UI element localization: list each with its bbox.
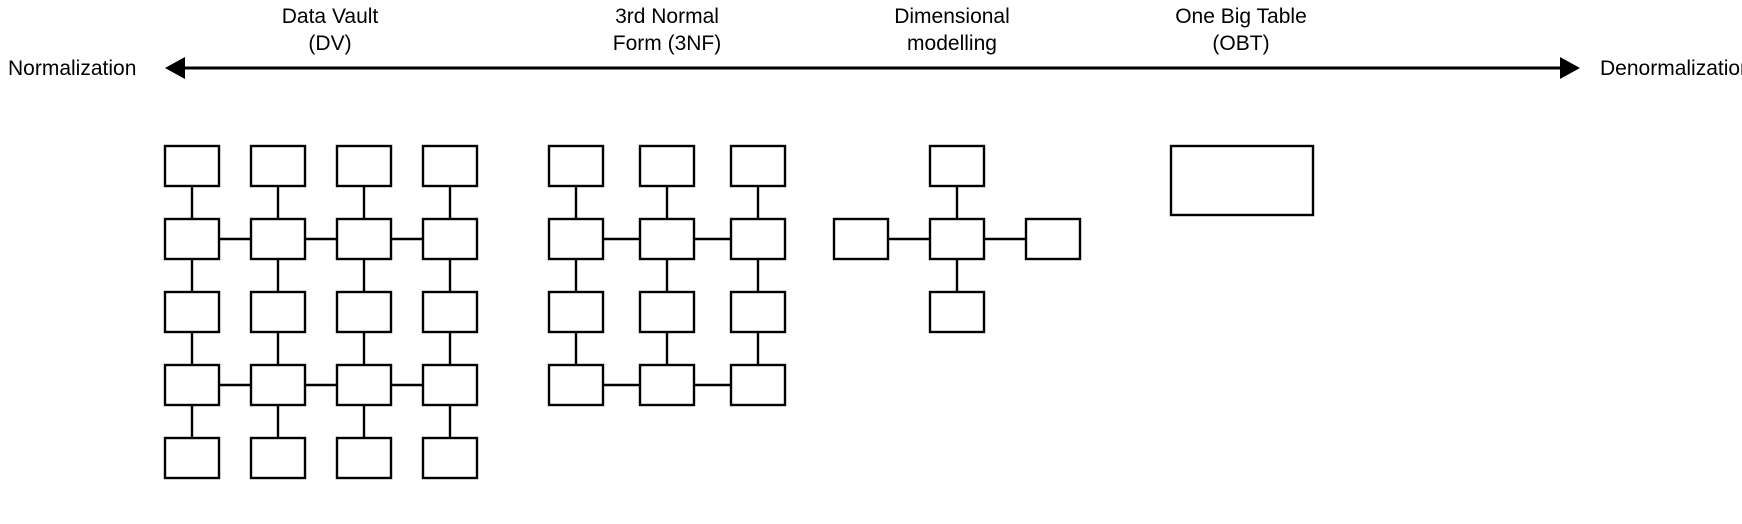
entity-box xyxy=(638,144,696,188)
entity-box-one-big-table xyxy=(1169,144,1315,217)
entity-box-dimension xyxy=(1024,217,1082,261)
axis-label-normalization: Normalization xyxy=(8,57,137,80)
entity-box xyxy=(163,144,221,188)
entity-box-dimension xyxy=(832,217,890,261)
entity-box xyxy=(249,217,307,261)
entity-box xyxy=(249,363,307,407)
entity-box xyxy=(729,217,787,261)
entity-box-fact xyxy=(928,217,986,261)
normalization-axis xyxy=(165,57,1580,79)
entity-box xyxy=(547,217,605,261)
entity-shapes xyxy=(163,144,1315,480)
column-label-data-vault: Data Vault (DV) xyxy=(281,5,379,55)
entity-box xyxy=(638,217,696,261)
entity-box xyxy=(163,363,221,407)
entity-box xyxy=(729,363,787,407)
entity-box xyxy=(335,144,393,188)
entity-box xyxy=(421,363,479,407)
entity-box xyxy=(638,290,696,334)
entity-box xyxy=(729,290,787,334)
entity-box xyxy=(163,436,221,480)
entity-box xyxy=(729,144,787,188)
entity-box xyxy=(249,144,307,188)
entity-box xyxy=(421,290,479,334)
entity-box-dimension xyxy=(928,144,986,188)
column-label-third-normal-form: 3rd Normal Form (3NF) xyxy=(612,5,722,55)
arrow-head-left-icon xyxy=(165,57,185,79)
entity-box xyxy=(335,290,393,334)
entity-box xyxy=(421,144,479,188)
column-label-one-big-table: One Big Table (OBT) xyxy=(1175,5,1307,55)
entity-box xyxy=(421,217,479,261)
entity-box xyxy=(249,436,307,480)
entity-box-dimension xyxy=(928,290,986,334)
entity-box xyxy=(547,290,605,334)
entity-box xyxy=(249,290,307,334)
column-label-dimensional-modelling: Dimensional modelling xyxy=(894,5,1010,55)
axis-label-denormalization: Denormalization xyxy=(1600,57,1742,80)
entity-box xyxy=(638,363,696,407)
arrow-head-right-icon xyxy=(1560,57,1580,79)
entity-box xyxy=(163,217,221,261)
entity-box xyxy=(163,290,221,334)
entity-box xyxy=(421,436,479,480)
entity-box xyxy=(335,436,393,480)
entity-box xyxy=(335,217,393,261)
entity-box xyxy=(547,363,605,407)
entity-box xyxy=(335,363,393,407)
entity-box xyxy=(547,144,605,188)
